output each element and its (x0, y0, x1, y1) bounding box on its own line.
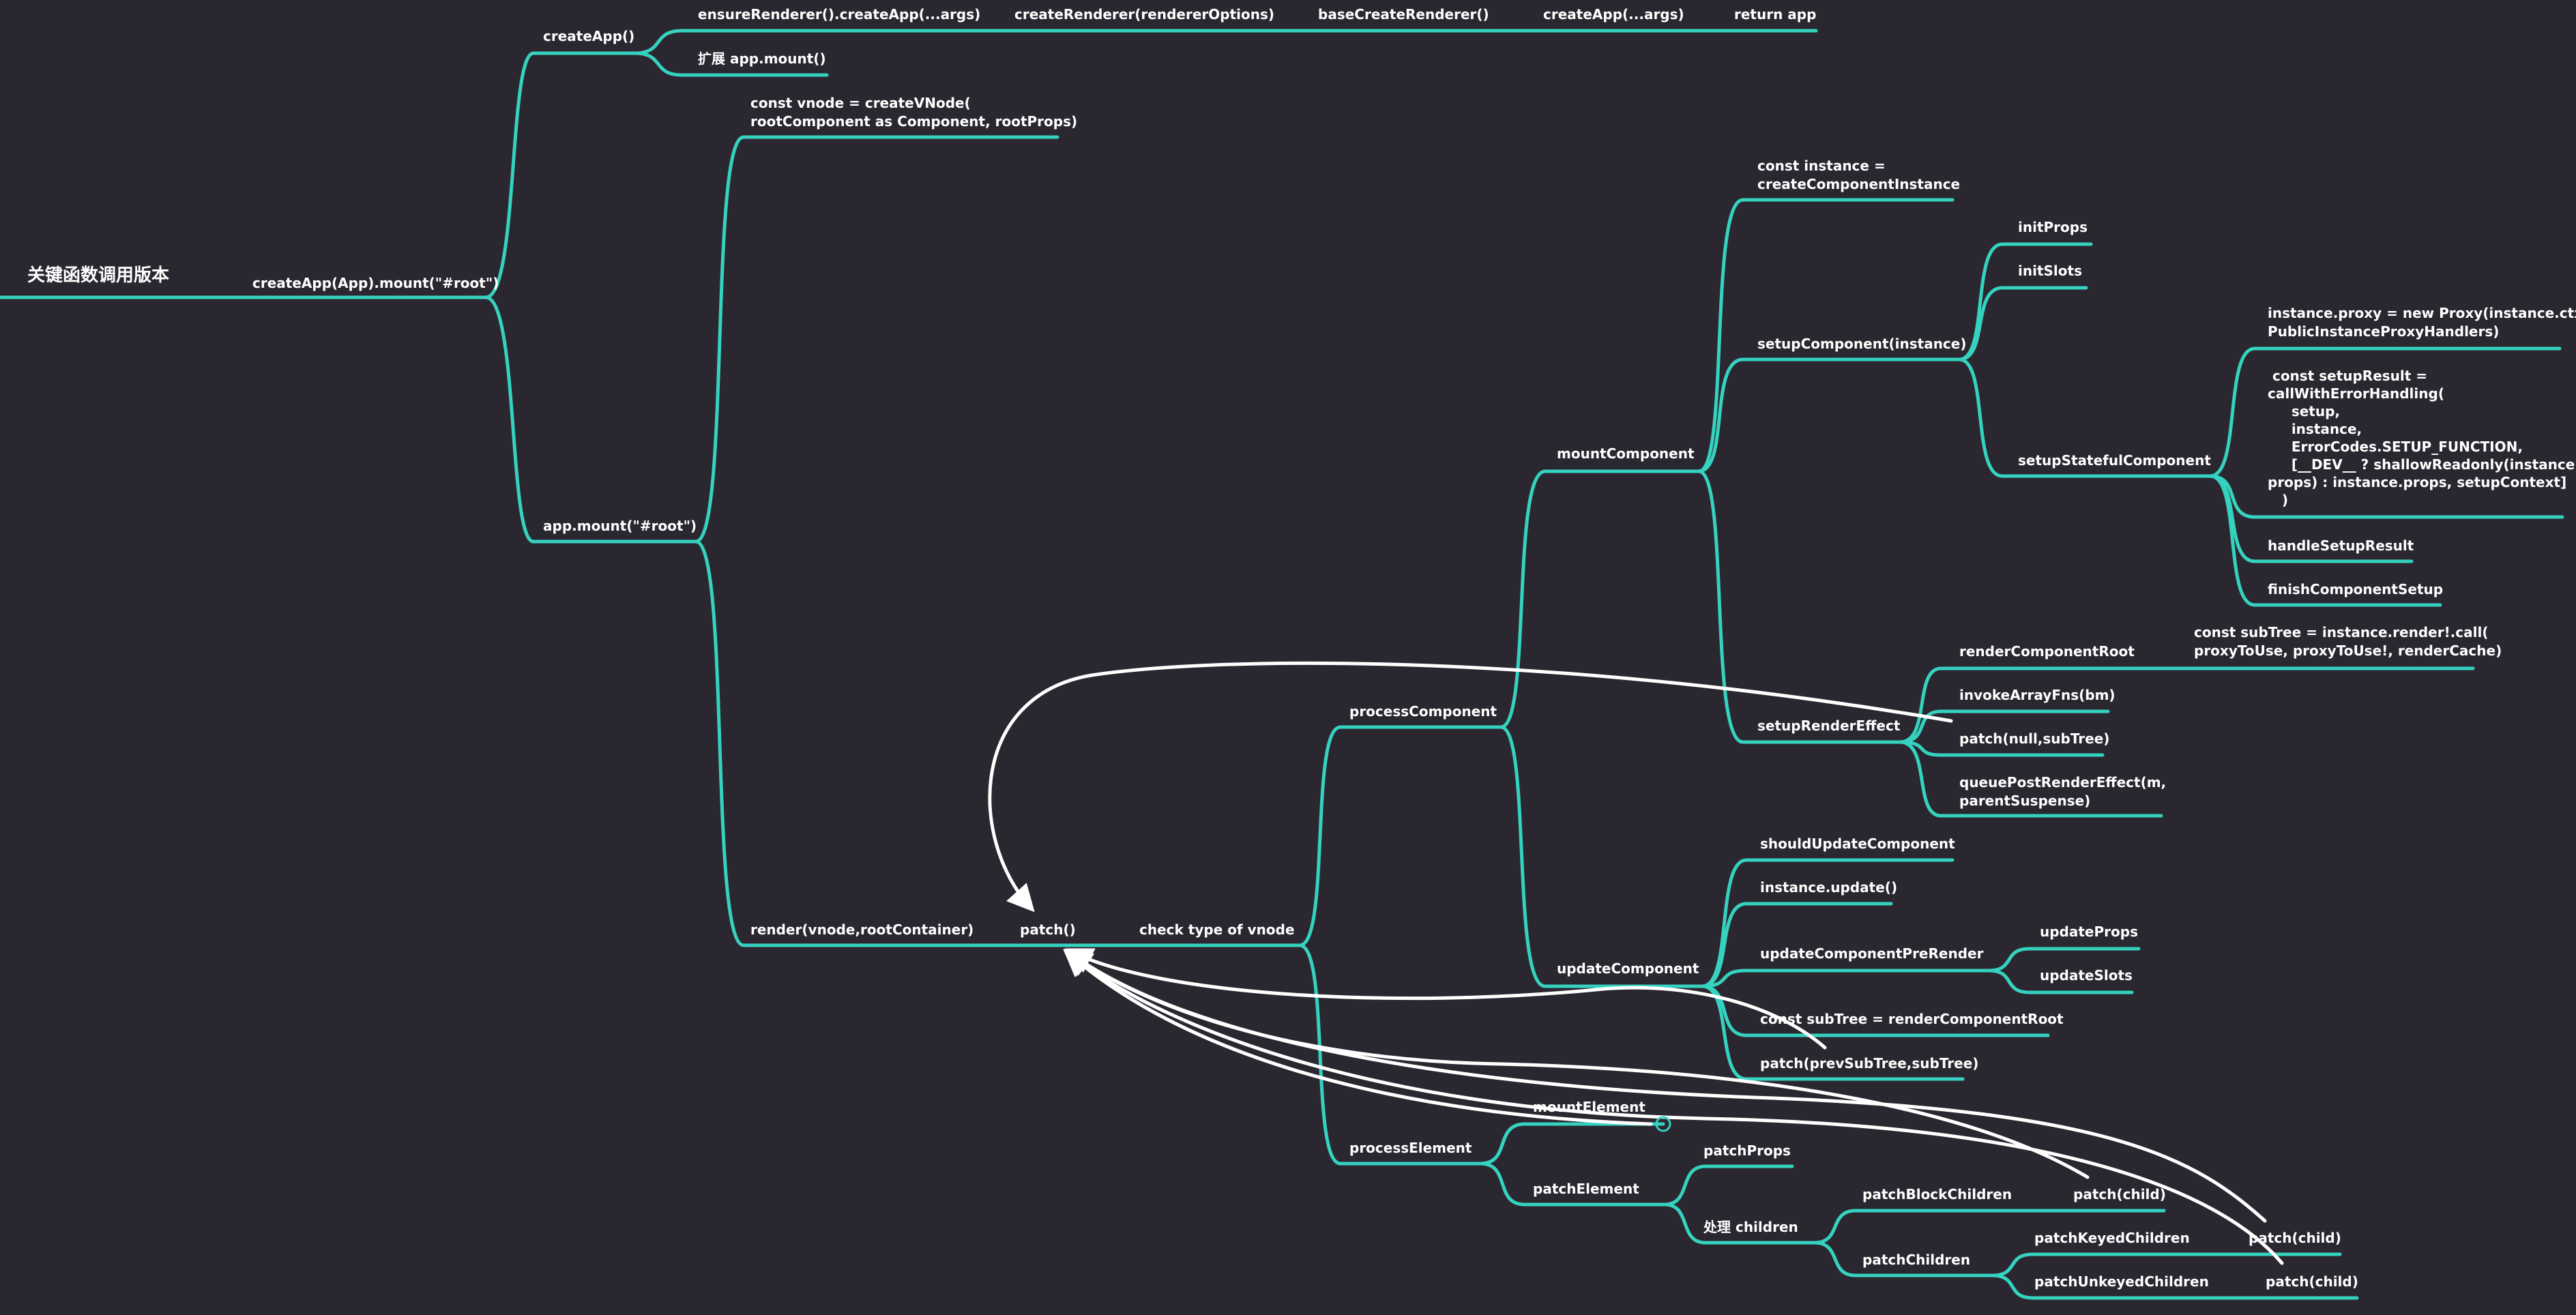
node-ensure-renderer[interactable]: ensureRenderer().createApp(...args) (698, 6, 980, 23)
const-vnode-line-2: rootComponent as Component, rootProps) (750, 113, 1077, 130)
node-return-app[interactable]: return app (1734, 6, 1816, 23)
node-patch-child-2[interactable]: patch(child) (2249, 1230, 2341, 1246)
node-setup-stateful[interactable]: setupStatefulComponent (2018, 452, 2211, 469)
instance-proxy-line-1: instance.proxy = new Proxy(instance.ctx, (2268, 305, 2576, 321)
node-update-component[interactable]: updateComponent (1557, 960, 1699, 977)
arrow-patch-child-2-to-patch (1064, 949, 2267, 1223)
setup-result-line-1: const setupResult = (2268, 368, 2427, 384)
node-extend-mount[interactable]: 扩展 app.mount() (698, 50, 826, 67)
node-createapp-mount[interactable]: createApp(App).mount("#root") (252, 275, 499, 291)
node-patch-prev-subtree[interactable]: patch(prevSubTree,subTree) (1760, 1055, 1978, 1072)
node-createapp[interactable]: createApp() (543, 28, 634, 44)
node-instance-proxy[interactable]: instance.proxy = new Proxy(instance.ctx,… (2268, 305, 2576, 340)
node-init-slots[interactable]: initSlots (2018, 263, 2082, 279)
node-patch-keyed-children[interactable]: patchKeyedChildren (2034, 1230, 2190, 1246)
branch-connectors (0, 29, 2564, 1300)
node-const-vnode[interactable]: const vnode = createVNode( rootComponent… (750, 95, 1077, 130)
node-mount-component[interactable]: mountComponent (1557, 445, 1695, 462)
node-render[interactable]: render(vnode,rootContainer) (750, 921, 974, 938)
node-instance-update[interactable]: instance.update() (1760, 879, 1897, 896)
setup-result-line-7: props) : instance.props, setupContext] (2268, 474, 2566, 490)
node-handle-children[interactable]: 处理 children (1703, 1219, 1798, 1235)
node-update-slots[interactable]: updateSlots (2040, 967, 2133, 984)
queue-post-render-line-2: parentSuspense) (1959, 793, 2090, 809)
node-const-instance[interactable]: const instance = createComponentInstance (1757, 158, 1960, 192)
node-patch-child-3[interactable]: patch(child) (2266, 1273, 2358, 1290)
arrow-patch-prev-subtree-to-patch (1065, 948, 1827, 1050)
node-patch-element[interactable]: patchElement (1533, 1181, 1639, 1197)
node-patch-unkeyed-children[interactable]: patchUnkeyedChildren (2034, 1273, 2209, 1290)
node-invoke-array-fns[interactable]: invokeArrayFns(bm) (1959, 687, 2116, 703)
arrow-mount-element-to-patch (1063, 949, 1653, 1126)
setup-result-line-2: callWithErrorHandling( (2268, 385, 2444, 402)
node-process-element[interactable]: processElement (1349, 1140, 1472, 1156)
setup-result-line-3: setup, (2268, 403, 2340, 419)
const-subtree-line-1: const subTree = instance.render!.call( (2194, 624, 2488, 640)
node-patch-props[interactable]: patchProps (1703, 1142, 1791, 1159)
mount-element-link-icon[interactable] (1655, 1116, 1671, 1132)
node-update-props[interactable]: updateProps (2040, 924, 2138, 940)
queue-post-render-line-1: queuePostRenderEffect(m, (1959, 774, 2166, 791)
const-instance-line-2: createComponentInstance (1757, 176, 1960, 192)
arrow-setup-render-effect-to-patch (988, 661, 1953, 913)
node-queue-post-render[interactable]: queuePostRenderEffect(m, parentSuspense) (1959, 774, 2171, 809)
node-app-mount[interactable]: app.mount("#root") (543, 518, 697, 534)
node-create-renderer[interactable]: createRenderer(rendererOptions) (1014, 6, 1274, 23)
node-init-props[interactable]: initProps (2018, 219, 2088, 235)
node-check-type[interactable]: check type of vnode (1139, 921, 1295, 938)
setup-result-line-8: ) (2268, 492, 2288, 508)
node-setup-render-effect[interactable]: setupRenderEffect (1757, 718, 1901, 734)
node-handle-setup-result[interactable]: handleSetupResult (2268, 537, 2414, 554)
setup-result-line-4: instance, (2268, 421, 2362, 437)
node-const-subtree[interactable]: const subTree = instance.render!.call( p… (2194, 624, 2502, 659)
node-finish-component-setup[interactable]: finishComponentSetup (2268, 581, 2443, 597)
node-createapp-args[interactable]: createApp(...args) (1543, 6, 1684, 23)
instance-proxy-line-2: PublicInstanceProxyHandlers) (2268, 323, 2499, 340)
node-labels: 关键函数调用版本 createApp(App).mount("#root") c… (27, 6, 2576, 1290)
node-base-create-renderer[interactable]: baseCreateRenderer() (1318, 6, 1489, 23)
node-patch[interactable]: patch() (1020, 921, 1076, 938)
node-patch-children[interactable]: patchChildren (1862, 1252, 1970, 1268)
setup-result-line-6: [__DEV__ ? shallowReadonly(instance. (2268, 456, 2576, 473)
node-patch-null-subtree[interactable]: patch(null,subTree) (1959, 730, 2109, 747)
arrow-patch-child-3-to-patch (1063, 949, 2284, 1265)
node-setup-component[interactable]: setupComponent(instance) (1757, 336, 1967, 352)
node-render-component-root[interactable]: renderComponentRoot (1959, 643, 2135, 660)
const-vnode-line-1: const vnode = createVNode( (750, 95, 971, 111)
node-patch-block-children[interactable]: patchBlockChildren (1862, 1186, 2012, 1202)
root-title: 关键函数调用版本 (27, 265, 169, 286)
node-const-subtree-render[interactable]: const subTree = renderComponentRoot (1760, 1011, 2064, 1027)
const-subtree-line-2: proxyToUse, proxyToUse!, renderCache) (2194, 642, 2502, 659)
node-patch-child-1[interactable]: patch(child) (2073, 1186, 2166, 1202)
node-process-component[interactable]: processComponent (1349, 703, 1497, 720)
node-update-pre-render[interactable]: updateComponentPreRender (1760, 945, 1984, 962)
node-mount-element[interactable]: mountElement (1533, 1099, 1645, 1115)
setup-result-line-5: ErrorCodes.SETUP_FUNCTION, (2268, 439, 2523, 455)
const-instance-line-1: const instance = (1757, 158, 1886, 174)
recursion-arrows (988, 661, 2284, 1265)
node-setup-result[interactable]: const setupResult = callWithErrorHandlin… (2268, 368, 2576, 508)
node-should-update[interactable]: shouldUpdateComponent (1760, 836, 1955, 852)
